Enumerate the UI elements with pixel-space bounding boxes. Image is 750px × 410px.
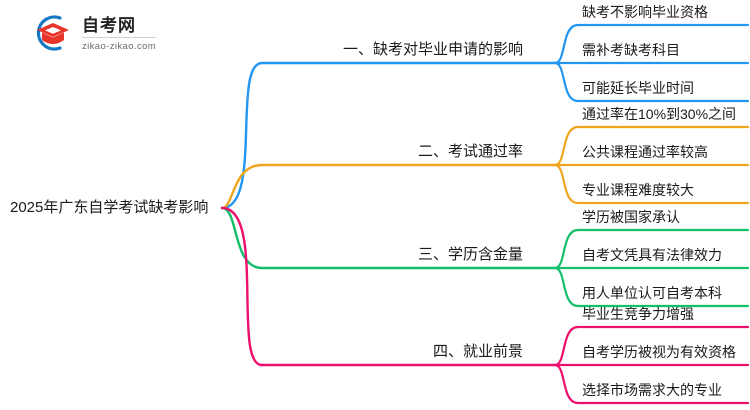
graduation-cap-icon <box>36 15 69 51</box>
logo-site-url: zikao-zikao.com <box>82 40 157 52</box>
leaf-label-3-3[interactable]: 用人单位认可自考本科 <box>582 285 722 301</box>
leaf-label-1-1[interactable]: 缺考不影响毕业资格 <box>582 4 708 20</box>
logo-text-block: 自考网 zikao-zikao.com <box>82 14 157 53</box>
site-logo: 自考网 zikao-zikao.com <box>30 12 157 54</box>
leaf-label-2-2[interactable]: 公共课程通过率较高 <box>582 144 708 160</box>
leaf-label-4-3[interactable]: 选择市场需求大的专业 <box>582 382 722 398</box>
leaf-label-4-2[interactable]: 自考学历被视为有效资格 <box>582 344 736 360</box>
leaf-label-2-1[interactable]: 通过率在10%到30%之间 <box>582 106 737 122</box>
branch-label-3[interactable]: 三、学历含金量 <box>417 246 523 263</box>
leaf-label-1-3[interactable]: 可能延长毕业时间 <box>582 80 694 96</box>
leaf-label-3-2[interactable]: 自考文凭具有法律效力 <box>582 247 722 263</box>
branch-label-1[interactable]: 一、缺考对毕业申请的影响 <box>342 41 523 58</box>
leaf-label-1-2[interactable]: 需补考缺考科目 <box>582 42 680 58</box>
logo-site-name: 自考网 <box>82 16 157 38</box>
leaf-label-4-1[interactable]: 毕业生竞争力增强 <box>582 306 694 322</box>
branch-label-4[interactable]: 四、就业前景 <box>432 343 523 360</box>
leaf-label-3-1[interactable]: 学历被国家承认 <box>582 209 680 225</box>
leaf-label-2-3[interactable]: 专业课程难度较大 <box>582 182 694 198</box>
root-node-label[interactable]: 2025年广东自学考试缺考影响 <box>10 199 209 216</box>
branch-label-2[interactable]: 二、考试通过率 <box>417 143 523 160</box>
